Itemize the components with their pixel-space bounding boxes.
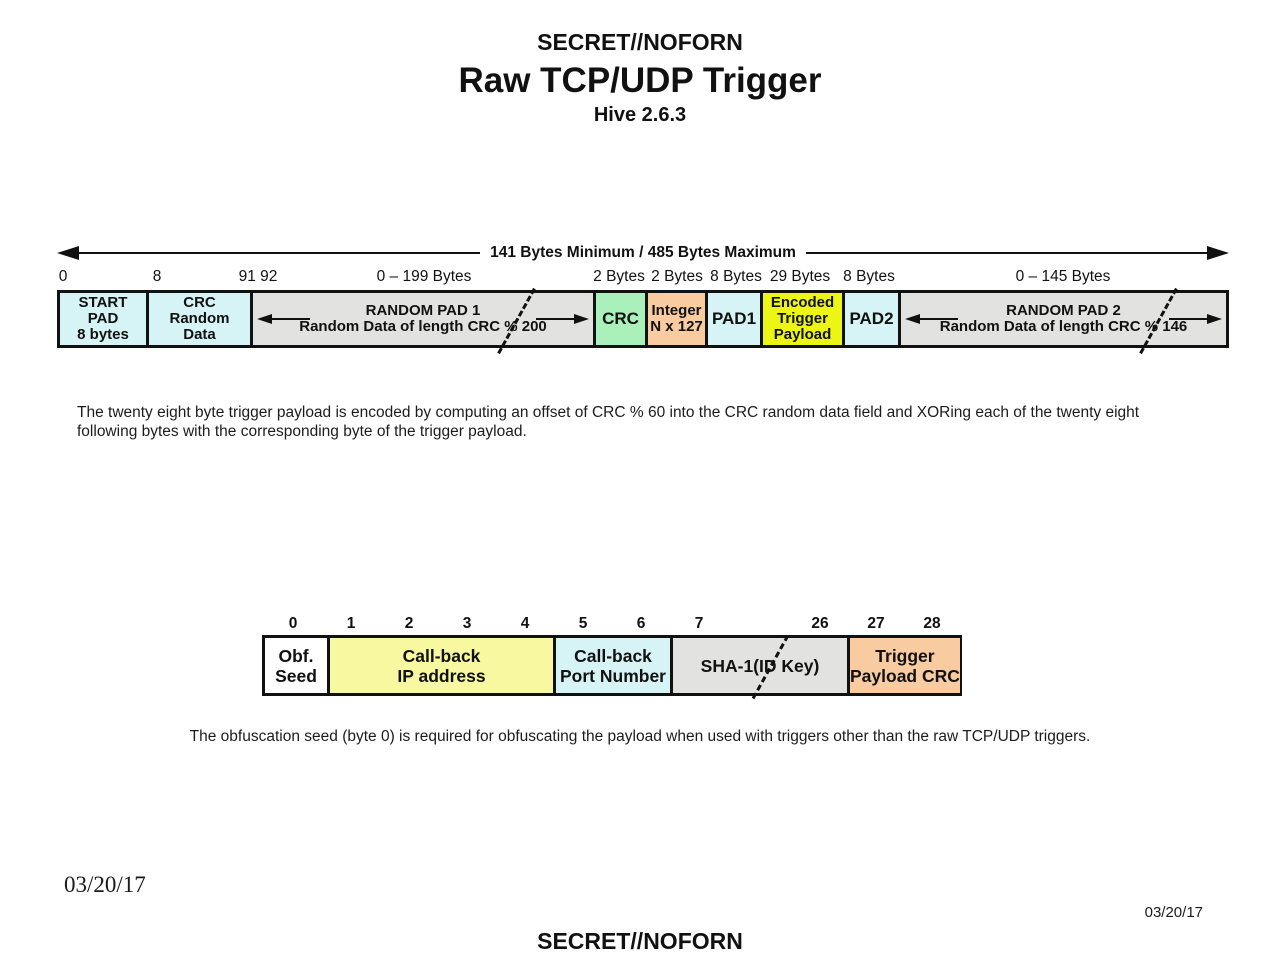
byte-index-label: 28: [923, 615, 941, 632]
byte-index-label: 3: [462, 615, 472, 632]
byte-index-label: 26: [811, 615, 829, 632]
extent-arrow-right: [1169, 314, 1222, 324]
offset-label: 8: [152, 268, 162, 285]
field-encoded-trigger-payload: Encoded Trigger Payload: [763, 293, 845, 345]
field-random-pad-1: RANDOM PAD 1 Random Data of length CRC %…: [253, 287, 596, 355]
classification-banner-top: SECRET//NOFORN: [537, 29, 743, 55]
byte-index-label: 2: [404, 615, 414, 632]
offset-label: 0: [58, 268, 68, 285]
field-crc: CRC: [596, 293, 648, 345]
obfuscation-note: The obfuscation seed (byte 0) is require…: [189, 728, 1091, 745]
offset-label: 91 92: [238, 268, 278, 285]
field-crc-random-data: CRC Random Data: [149, 293, 253, 345]
byte-index-label: 1: [346, 615, 356, 632]
arrow-right-icon: [1207, 246, 1230, 260]
version-subtitle: Hive 2.6.3: [593, 104, 687, 126]
field-callback-ip: Call-back IP address: [330, 638, 556, 693]
field-sha1-id-key: SHA-1(ID Key): [673, 634, 850, 700]
classification-banner-bottom: SECRET//NOFORN: [537, 928, 743, 954]
field-integer: Integer N x 127: [648, 293, 708, 345]
byte-index-label: 5: [578, 615, 588, 632]
encoding-note: The twenty eight byte trigger payload is…: [77, 404, 1140, 440]
field-trigger-payload-crc: Trigger Payload CRC: [850, 638, 960, 693]
byte-index-label: 4: [520, 615, 530, 632]
offset-label: 8 Bytes: [843, 268, 895, 285]
field-pad1: PAD1: [708, 293, 763, 345]
byte-index-label: 27: [867, 615, 885, 632]
field-random-pad-2: RANDOM PAD 2 Random Data of length CRC %…: [901, 287, 1226, 355]
extent-arrow-left: [905, 314, 958, 324]
arrow-left-icon: [57, 246, 79, 260]
total-length-arrow: 141 Bytes Minimum / 485 Bytes Maximum: [57, 244, 1230, 261]
date-stamp-right: 03/20/17: [1144, 904, 1203, 921]
field-obfuscation-seed: Obf. Seed: [265, 638, 330, 693]
field-callback-port: Call-back Port Number: [556, 638, 673, 693]
field-start-pad: START PAD 8 bytes: [60, 293, 149, 345]
byte-index-label: 6: [636, 615, 646, 632]
arrow-line-left: [79, 252, 481, 254]
offset-label: 8 Bytes: [710, 268, 762, 285]
offset-label: 0 – 199 Bytes: [376, 268, 472, 285]
packet-structure-diagram: START PAD 8 bytes CRC Random Data RANDOM…: [57, 287, 1229, 355]
offset-label: 0 – 145 Bytes: [1015, 268, 1111, 285]
payload-structure-diagram: Obf. Seed Call-back IP address Call-back…: [262, 634, 962, 700]
offset-label: 2 Bytes: [593, 268, 645, 285]
offset-label: 29 Bytes: [769, 268, 831, 285]
extent-arrow-right: [536, 314, 589, 324]
byte-index-label: 0: [288, 615, 298, 632]
arrow-line-right: [805, 252, 1208, 254]
date-stamp-left: 03/20/17: [64, 872, 146, 897]
extent-arrow-left: [257, 314, 310, 324]
total-length-label: 141 Bytes Minimum / 485 Bytes Maximum: [490, 244, 796, 261]
byte-index-label: 7: [694, 615, 704, 632]
page-title: Raw TCP/UDP Trigger: [458, 61, 822, 100]
offset-label: 2 Bytes: [651, 268, 703, 285]
field-pad2: PAD2: [845, 293, 901, 345]
